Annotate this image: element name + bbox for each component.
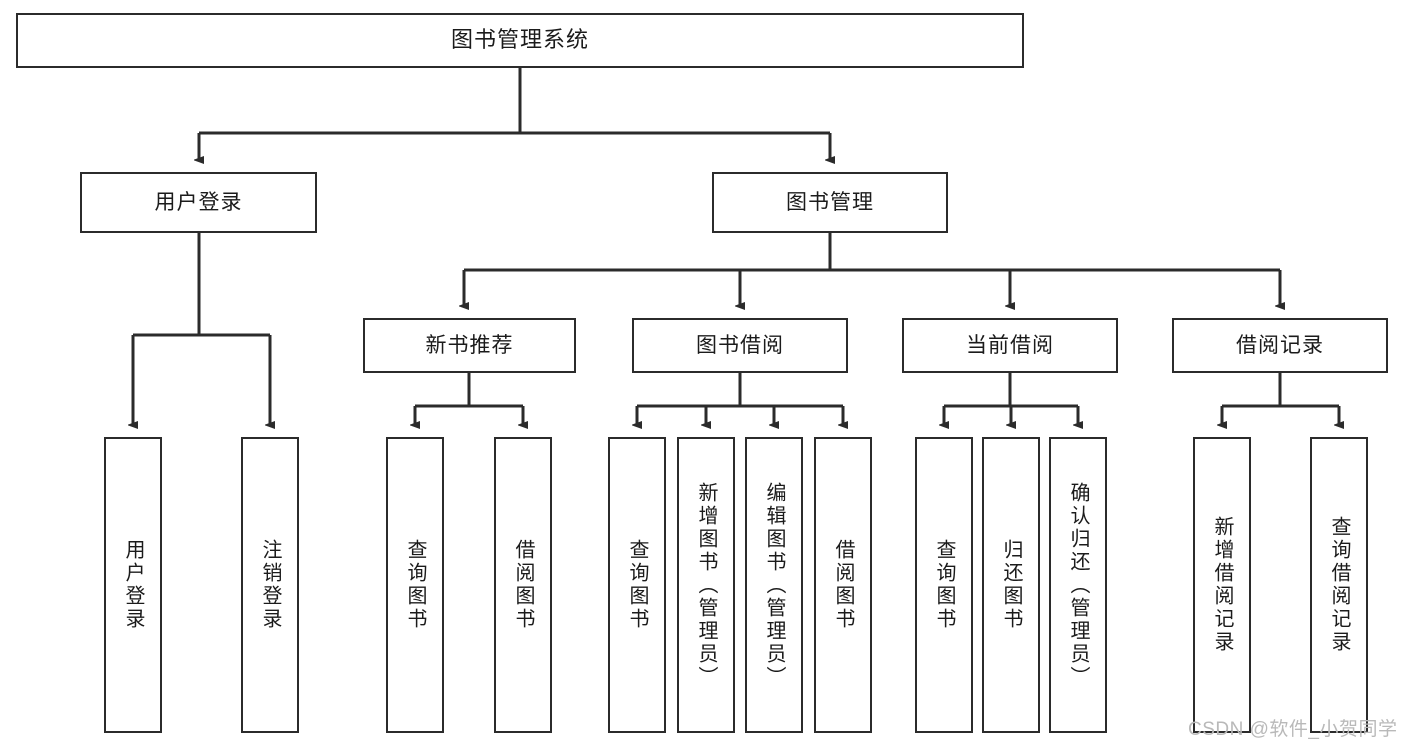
leaf-record-query-borrow-record[interactable]: 查询借阅记录: [1310, 437, 1368, 733]
leaf-record-add-borrow-record[interactable]: 新增借阅记录: [1193, 437, 1251, 733]
leaf-label: 新增图书（管理员）: [695, 481, 717, 689]
node-user-login[interactable]: 用户登录: [80, 172, 317, 233]
node-book-management[interactable]: 图书管理: [712, 172, 948, 233]
csdn-watermark: CSDN @软件_小贺同学: [1188, 719, 1398, 740]
leaf-label: 归还图书: [1000, 539, 1022, 631]
leaf-label: 注销登录: [259, 539, 281, 631]
leaf-current-confirm-return-admin[interactable]: 确认归还（管理员）: [1049, 437, 1107, 733]
leaf-user-login-login[interactable]: 用户登录: [104, 437, 162, 733]
leaf-label: 编辑图书（管理员）: [763, 481, 785, 689]
node-book-borrow[interactable]: 图书借阅: [632, 318, 848, 373]
leaf-label: 查询图书: [404, 539, 426, 631]
leaf-borrow-query-book[interactable]: 查询图书: [608, 437, 666, 733]
leaf-label: 新增借阅记录: [1211, 516, 1233, 654]
node-current-borrow[interactable]: 当前借阅: [902, 318, 1118, 373]
leaf-new-book-borrow-book[interactable]: 借阅图书: [494, 437, 552, 733]
node-root-book-management-system[interactable]: 图书管理系统: [16, 13, 1024, 68]
node-borrow-record[interactable]: 借阅记录: [1172, 318, 1388, 373]
leaf-borrow-borrow-book[interactable]: 借阅图书: [814, 437, 872, 733]
leaf-label: 借阅图书: [512, 539, 534, 631]
leaf-new-book-query-book[interactable]: 查询图书: [386, 437, 444, 733]
leaf-current-return-book[interactable]: 归还图书: [982, 437, 1040, 733]
leaf-label: 查询借阅记录: [1328, 516, 1350, 654]
leaf-borrow-edit-book-admin[interactable]: 编辑图书（管理员）: [745, 437, 803, 733]
leaf-borrow-add-book-admin[interactable]: 新增图书（管理员）: [677, 437, 735, 733]
node-new-book-recommend[interactable]: 新书推荐: [363, 318, 576, 373]
leaf-label: 查询图书: [933, 539, 955, 631]
leaf-label: 借阅图书: [832, 539, 854, 631]
leaf-current-query-book[interactable]: 查询图书: [915, 437, 973, 733]
leaf-user-login-logout[interactable]: 注销登录: [241, 437, 299, 733]
leaf-label: 确认归还（管理员）: [1067, 481, 1089, 689]
leaf-label: 用户登录: [122, 539, 144, 631]
leaf-label: 查询图书: [626, 539, 648, 631]
